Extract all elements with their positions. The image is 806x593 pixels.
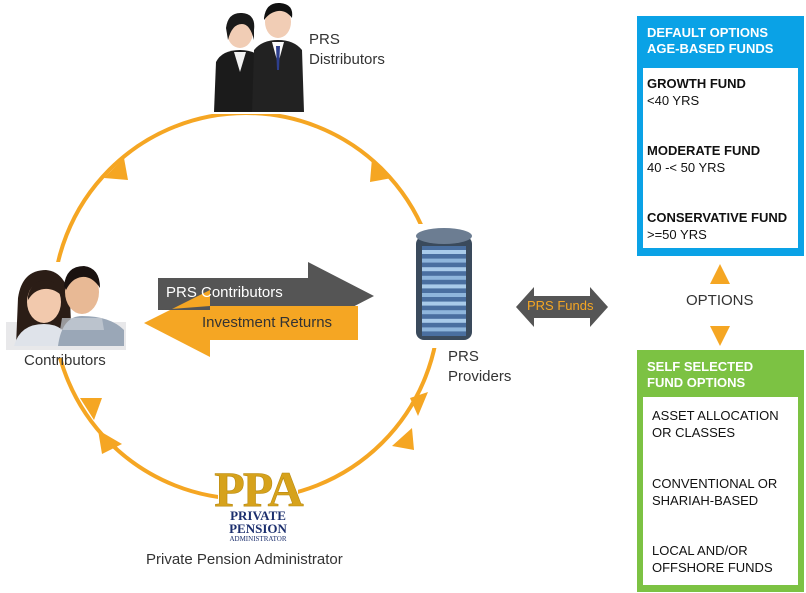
building-floor [422, 250, 466, 254]
distributors-label-line1: PRS [309, 31, 340, 48]
cycle-chevron-left-lower [98, 430, 122, 454]
building-floor [422, 284, 466, 289]
prs-funds-label: PRS Funds [527, 298, 594, 313]
building-floor [422, 267, 466, 272]
contributors-label: Contributors [24, 352, 106, 369]
default-options-title-line1: DEFAULT OPTIONS [647, 25, 769, 40]
building-floor [422, 293, 466, 297]
building-floor [422, 301, 466, 306]
asset-allocation-item: ASSET ALLOCATION OR CLASSES [652, 407, 779, 441]
conventional-line1: CONVENTIONAL OR [652, 476, 778, 491]
conservative-fund-range: >=50 YRS [647, 227, 707, 242]
ppa-label: Private Pension Administrator [146, 551, 343, 568]
building-floor [422, 258, 466, 263]
ppa-logo-line1: PRIVATE [230, 508, 286, 523]
local-offshore-item: LOCAL AND/OR OFFSHORE FUNDS [652, 542, 773, 576]
conventional-line2: SHARIAH-BASED [652, 493, 759, 508]
local-offshore-line1: LOCAL AND/OR [652, 543, 748, 558]
self-selected-panel: SELF SELECTED FUND OPTIONS ASSET ALLOCAT… [637, 350, 804, 592]
default-options-panel: DEFAULT OPTIONS AGE-BASED FUNDS GROWTH F… [637, 16, 804, 256]
building-floor [422, 310, 466, 315]
ppa-logo: PPA PRIVATE PENSION ADMINISTRATOR [214, 461, 306, 543]
growth-fund-item: GROWTH FUND <40 YRS [647, 75, 746, 109]
default-options-title-line2: AGE-BASED FUNDS [647, 41, 774, 56]
options-label: OPTIONS [686, 292, 754, 309]
ppa-logo-line3: ADMINISTRATOR [229, 535, 286, 543]
default-options-body: GROWTH FUND <40 YRS MODERATE FUND 40 -< … [643, 68, 798, 248]
investment-returns-arrow [144, 290, 358, 357]
conservative-fund-name: CONSERVATIVE FUND [647, 210, 788, 225]
self-selected-title: SELF SELECTED FUND OPTIONS [637, 350, 804, 396]
providers-label: PRS Providers [448, 347, 511, 387]
default-options-title: DEFAULT OPTIONS AGE-BASED FUNDS [637, 16, 804, 62]
distributors-label: PRS Distributors [309, 30, 385, 70]
prs-funds-arrow [516, 287, 608, 327]
distributors-label-line2: Distributors [309, 51, 385, 68]
growth-fund-name: GROWTH FUND [647, 76, 746, 91]
building-floor [422, 275, 466, 280]
cycle-chevron-top-right [370, 158, 392, 182]
conservative-fund-item: CONSERVATIVE FUND >=50 YRS [647, 209, 787, 243]
ppa-logo-letters: PPA [214, 461, 303, 517]
conventional-item: CONVENTIONAL OR SHARIAH-BASED [652, 475, 777, 509]
providers-label-line2: Providers [448, 368, 512, 385]
moderate-fund-name: MODERATE FUND [647, 143, 761, 158]
building-floor [422, 318, 466, 323]
asset-allocation-line1: ASSET ALLOCATION [652, 408, 779, 423]
asset-allocation-line2: OR CLASSES [652, 425, 736, 440]
self-selected-title-line2: FUND OPTIONS [647, 375, 746, 390]
building-floor [422, 327, 466, 332]
cycle-chevron-right-upper [410, 392, 428, 416]
moderate-fund-item: MODERATE FUND 40 -< 50 YRS [647, 142, 760, 176]
couple-photo-icon [6, 266, 126, 350]
options-down-arrow [710, 326, 730, 346]
investment-returns-label: Investment Returns [202, 314, 333, 331]
self-selected-title-line1: SELF SELECTED [647, 359, 754, 374]
business-people-icon [214, 2, 304, 112]
prs-contributors-label: PRS Contributors [166, 284, 283, 301]
cycle-chevron-left-upper [80, 398, 102, 420]
ppa-logo-line2: PENSION [229, 521, 287, 536]
cycle-chevron-top-left [104, 158, 128, 180]
cycle-chevron-right-lower [392, 428, 414, 450]
options-up-arrow [710, 264, 730, 284]
building-icon [416, 228, 472, 340]
providers-label-line1: PRS [448, 348, 479, 365]
moderate-fund-range: 40 -< 50 YRS [647, 160, 726, 175]
self-selected-body: ASSET ALLOCATION OR CLASSES CONVENTIONAL… [643, 397, 798, 585]
growth-fund-range: <40 YRS [647, 93, 700, 108]
local-offshore-line2: OFFSHORE FUNDS [652, 560, 773, 575]
building-floors [422, 250, 466, 332]
